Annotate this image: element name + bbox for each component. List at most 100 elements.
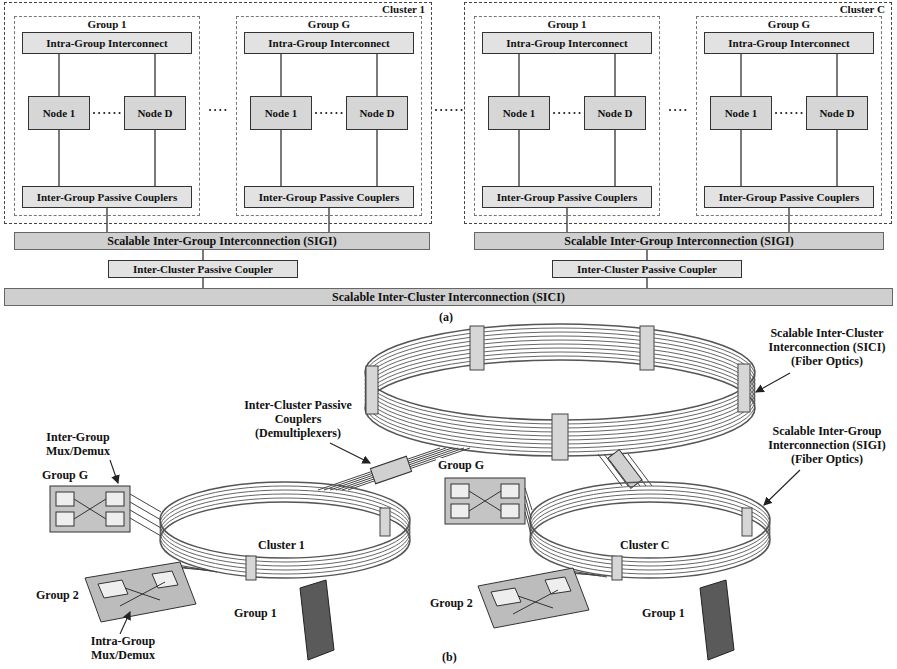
connector-line [376, 54, 377, 96]
connector-line [328, 208, 329, 232]
clamp [470, 326, 484, 370]
chip [451, 504, 469, 518]
connector-line [836, 130, 837, 186]
fiber [130, 518, 161, 536]
fiber [324, 448, 446, 490]
group-board [300, 580, 734, 660]
connector-line [788, 208, 789, 232]
band-label: Scalable Inter-Group Interconnection (SI… [107, 235, 336, 248]
trace [74, 499, 106, 519]
box-label: Node D [597, 107, 632, 120]
box-label: Node D [359, 107, 394, 120]
board [50, 486, 130, 532]
sici-band: Scalable Inter-Cluster Interconnection (… [4, 288, 893, 306]
node-box: Node 1 [28, 96, 90, 130]
group-name: Group 1 [232, 606, 279, 620]
connector-line [202, 250, 203, 260]
demux-block [370, 456, 411, 483]
group-dots [670, 109, 688, 111]
fiber [130, 494, 161, 512]
group-label: Group G [237, 18, 421, 31]
connector-line [566, 208, 567, 232]
chip [106, 492, 124, 506]
interconnect-box: Intra-Group Interconnect [22, 32, 192, 54]
clamp [640, 326, 654, 370]
connector-line [202, 278, 203, 288]
node-box: Node D [124, 96, 186, 130]
board [478, 568, 589, 628]
box-label: Node 1 [503, 107, 536, 120]
box-label: Intra-Group Interconnect [46, 37, 168, 50]
connector-line [740, 54, 741, 96]
leader-line [756, 373, 790, 392]
cluster-box: Cluster 1 Group 1 Intra-Group Interconnect… [4, 2, 432, 224]
group-label: Group G [697, 18, 881, 31]
band-label: Scalable Inter-Group Interconnection (SI… [564, 235, 793, 248]
trace [469, 491, 501, 511]
clamp [738, 364, 750, 412]
intra-group-mux-board [85, 562, 589, 628]
cluster-dots [436, 109, 462, 111]
callout-label: Inter-Cluster Passive Couplers (Demultip… [240, 398, 356, 440]
board [300, 580, 334, 660]
box-label: Inter-Group Passive Couplers [719, 191, 860, 204]
chip [491, 588, 521, 606]
coupler-box: Inter-Cluster Passive Coupler [552, 260, 742, 278]
clamp [552, 414, 568, 460]
box-label: Node 1 [265, 107, 298, 120]
node-dots [94, 112, 120, 114]
fiber-strand [530, 486, 770, 562]
fiber [318, 448, 440, 490]
chip [106, 512, 124, 526]
group-name: Group 2 [428, 596, 475, 610]
cluster-box: Cluster CGroup 1Intra-Group Interconnect… [464, 2, 892, 224]
group-label: Group 1 [475, 18, 659, 31]
callout-label: Scalable Inter-Group Interconnection (SI… [757, 424, 897, 466]
connector-line [154, 54, 155, 96]
connector-line [518, 54, 519, 96]
box-label: Node 1 [725, 107, 758, 120]
trace [120, 582, 165, 606]
fiber-strand [160, 502, 410, 578]
band-label: Scalable Inter-Cluster Interconnection (… [332, 291, 565, 304]
chip [501, 484, 519, 498]
group-name: Group 1 [640, 606, 687, 620]
group-name: Group 2 [34, 588, 81, 602]
box-label: Inter-Cluster Passive Coupler [577, 263, 717, 276]
leader-lines [110, 373, 800, 634]
trace [513, 590, 558, 614]
connector-line [280, 130, 281, 186]
connector-line [614, 54, 615, 96]
board [445, 478, 525, 524]
box-label: Inter-Cluster Passive Coupler [133, 263, 273, 276]
figure-label: (a) [437, 310, 455, 324]
connector-line [518, 130, 519, 186]
node-box: Node 1 [710, 96, 772, 130]
callout-label: Intra-Group Mux/Demux [80, 634, 166, 662]
leader-line [120, 612, 130, 634]
connector-line [376, 130, 377, 186]
group-name: Group G [436, 458, 486, 472]
chip [451, 484, 469, 498]
chip [56, 512, 74, 526]
fiber [330, 448, 452, 490]
clamp [366, 366, 378, 414]
group-label: Group 1 [15, 18, 199, 31]
chip [545, 577, 571, 594]
box-label: Node 1 [43, 107, 76, 120]
node-dots [554, 112, 580, 114]
coupler-box: Inter-Group Passive Couplers [482, 186, 652, 208]
leader-line [110, 460, 118, 483]
cluster-label: Cluster 1 [382, 3, 425, 16]
connector-line [836, 54, 837, 96]
connector-line [740, 130, 741, 186]
coupler-box: Inter-Group Passive Couplers [704, 186, 874, 208]
fiber-strand [160, 494, 410, 570]
board-cables [130, 488, 607, 577]
callout-label: Inter-Group Mux/Demux [30, 430, 126, 458]
connector-line [154, 130, 155, 186]
fiber [130, 502, 161, 520]
connector-line [106, 208, 107, 232]
box-label: Node D [137, 107, 172, 120]
box-label: Inter-Group Passive Couplers [497, 191, 638, 204]
